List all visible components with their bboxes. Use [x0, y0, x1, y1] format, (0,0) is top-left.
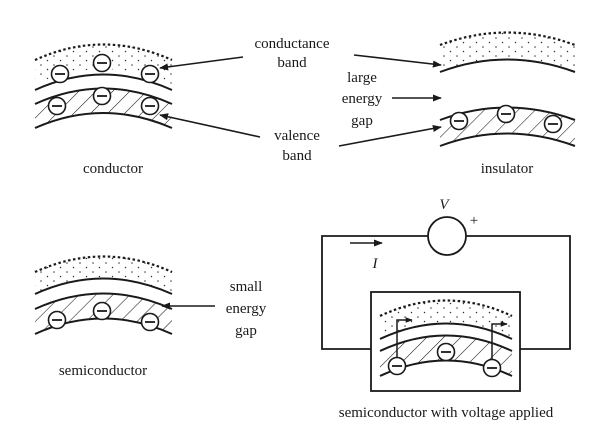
electron-icon	[92, 53, 112, 73]
applied-conduction-band	[380, 300, 512, 339]
electron-icon	[482, 358, 502, 378]
circuit-wire	[321, 235, 428, 350]
electron-icon	[140, 312, 160, 332]
conductor-valence-band	[35, 88, 172, 128]
electron-icon	[140, 96, 160, 116]
large-gap-label-line2: energy	[342, 91, 383, 107]
arrow-to-insulator-conduction	[353, 54, 442, 68]
semiconductor-label: semiconductor	[59, 363, 147, 379]
voltage-symbol: V	[439, 197, 450, 213]
arrow-to-conductor-valence	[159, 113, 261, 138]
small-gap-label-line1: small	[230, 279, 263, 295]
semiconductor-voltage-label: semiconductor with voltage applied	[339, 405, 554, 421]
electron-icon	[92, 86, 112, 106]
excitation-arrow-icon	[491, 321, 508, 360]
arrow-to-insulator-valence	[338, 124, 442, 147]
small-gap-label-line2: energy	[226, 301, 267, 317]
current-symbol: I	[372, 256, 379, 272]
conductor-label: conductor	[83, 161, 143, 177]
plus-sign: +	[470, 213, 478, 229]
large-gap-label-line3: gap	[351, 113, 373, 129]
electron-icon	[543, 114, 563, 134]
arrow-to-conductor-conduction	[159, 56, 244, 71]
valence-band-label-line2: band	[282, 148, 312, 164]
electron-icon	[92, 301, 112, 321]
voltage-source-icon	[427, 216, 467, 256]
electron-icon	[47, 310, 67, 330]
electron-icon	[140, 64, 160, 84]
circuit-wire	[466, 235, 571, 350]
semiconductor-bands	[34, 255, 173, 335]
valence-band-label-line1: valence	[274, 128, 320, 144]
electron-icon	[47, 96, 67, 116]
conductance-band-label-line1: conductance	[255, 36, 330, 52]
conductance-band-label-line2: band	[277, 55, 307, 71]
electron-icon	[436, 342, 456, 362]
semiconductor-conduction-band	[35, 256, 172, 294]
large-gap-label-line1: large	[347, 70, 377, 86]
conductor-bands	[34, 43, 173, 129]
insulator-bands	[439, 31, 576, 147]
electron-icon	[387, 356, 407, 376]
electron-icon	[449, 111, 469, 131]
electron-icon	[496, 104, 516, 124]
circuit: V + I	[321, 197, 571, 392]
insulator-label: insulator	[481, 161, 534, 177]
electron-icon	[50, 64, 70, 84]
small-gap-label-line3: gap	[235, 323, 257, 339]
excitation-arrow-icon	[396, 317, 413, 358]
